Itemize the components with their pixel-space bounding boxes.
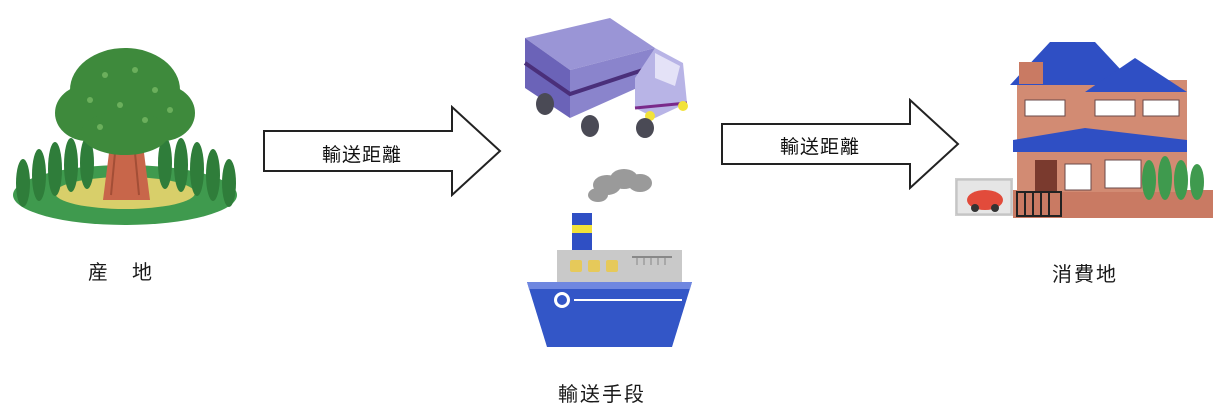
ship-icon (527, 169, 692, 347)
destination-label: 消費地 (1052, 262, 1118, 286)
truck-icon (523, 18, 688, 138)
arrow-left-label: 輸送距離 (322, 144, 403, 166)
forest-icon (13, 48, 237, 225)
transport-means-label: 輸送手段 (558, 382, 646, 406)
origin-label: 産 地 (88, 260, 154, 284)
house-icon (955, 42, 1213, 218)
arrow-right-label: 輸送距離 (780, 136, 861, 158)
transport-distance-arrow-right (721, 98, 960, 190)
transport-distance-arrow-left (263, 105, 502, 197)
